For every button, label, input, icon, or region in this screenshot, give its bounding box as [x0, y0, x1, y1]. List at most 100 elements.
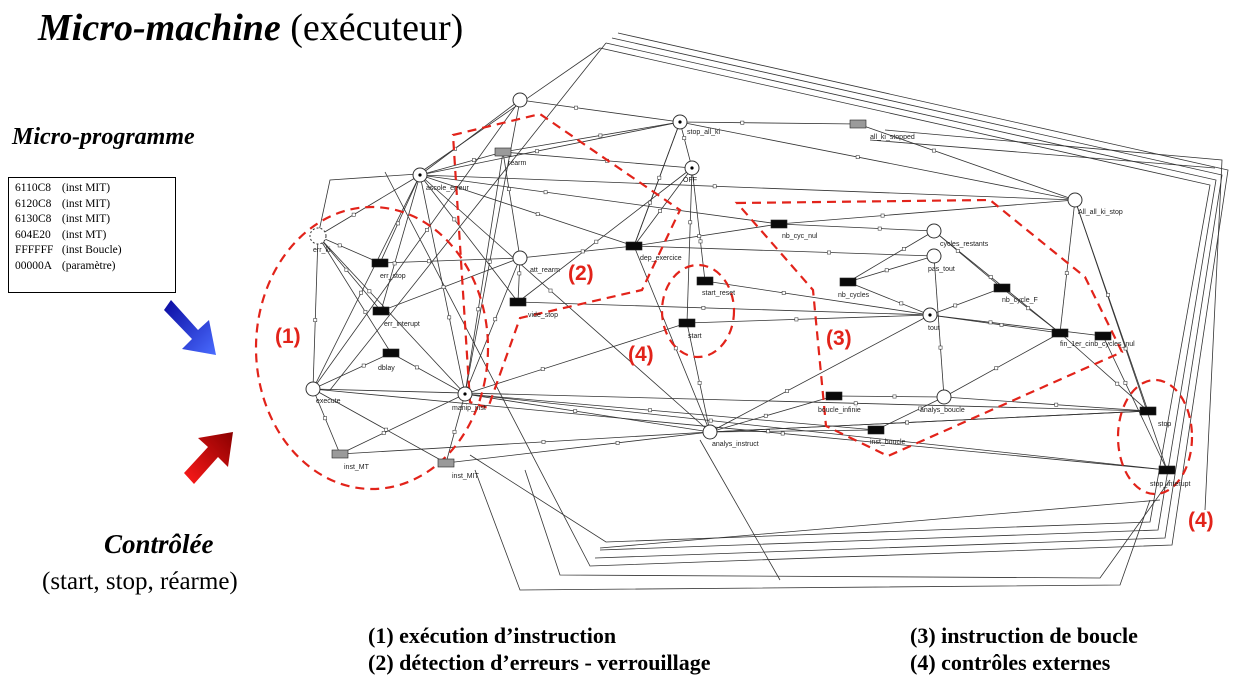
arc-marker: [781, 290, 786, 295]
arc-marker: [884, 268, 889, 273]
petri-arc: [502, 151, 521, 259]
petri-arc: [599, 499, 1161, 549]
title-emphasis: Micro-machine: [38, 7, 281, 49]
arc-marker: [938, 345, 943, 350]
petri-arc: [943, 332, 1061, 398]
petri-transition: [1051, 328, 1069, 338]
petri-arc: [339, 393, 466, 455]
petri-arc: [517, 301, 931, 316]
arc-markers: [313, 105, 1128, 445]
petri-arc: [633, 121, 681, 247]
petri-arc: [943, 396, 1149, 412]
program-line: 00000A (paramètre): [15, 259, 175, 275]
petri-arc: [464, 99, 521, 395]
arc-marker: [855, 155, 860, 160]
petri-arc: [686, 314, 931, 324]
petri-arc: [679, 121, 1076, 201]
program-line: 6130C8 (inst MIT): [15, 212, 175, 228]
arc-marker: [999, 322, 1004, 327]
node-label: OFF: [683, 177, 697, 184]
node-label: err_stop: [380, 273, 406, 280]
petri-arc: [312, 388, 447, 464]
petri-arc: [419, 174, 466, 395]
petri-arc: [312, 235, 319, 390]
petri-arc: [312, 388, 1168, 471]
petri-arc: [464, 393, 711, 433]
arc-marker: [517, 271, 522, 276]
region-3-outline: [734, 198, 1124, 458]
petri-arc: [312, 174, 421, 390]
petri-arc: [419, 174, 780, 225]
arc-marker: [708, 418, 713, 423]
program-code: 6130C8: [15, 213, 52, 226]
node-label: manip_inst: [452, 405, 486, 412]
petri-arc: [312, 388, 341, 455]
petri-arc: [317, 235, 466, 395]
arc-marker: [452, 429, 457, 434]
node-label: dep_exercice: [640, 255, 682, 262]
node-label: analys_boucle: [920, 407, 965, 414]
petri-arc: [317, 235, 382, 312]
node-label: pas_tout: [928, 266, 955, 273]
petri-arc: [312, 388, 1149, 412]
arc-marker: [543, 190, 548, 195]
program-line: FFFFFF (inst Boucle): [15, 243, 175, 259]
node-label: All_all_ki_stop: [1078, 209, 1123, 216]
petri-arc: [464, 257, 521, 395]
petri-arc: [633, 223, 780, 247]
petri-place: [512, 250, 528, 266]
petri-transition: [494, 147, 512, 157]
arc-marker: [471, 158, 476, 163]
petri-arc: [778, 199, 1076, 225]
arc-marker: [853, 401, 858, 406]
petri-arc: [419, 174, 1076, 201]
arc-marker: [337, 243, 342, 248]
place-token: [690, 166, 694, 170]
petri-transition: [372, 306, 390, 316]
arc-marker: [701, 305, 706, 310]
petri-arc: [686, 167, 693, 324]
petri-transition: [331, 449, 349, 459]
node-label: tout: [928, 325, 940, 332]
petri-arc: [380, 174, 421, 312]
node-label: stop: [1158, 421, 1171, 428]
arc-marker: [657, 175, 662, 180]
arc-marker: [648, 200, 653, 205]
petri-arc: [419, 174, 519, 303]
petri-arc: [312, 352, 392, 390]
petri-arc: [519, 99, 681, 123]
petri-arc: [339, 431, 711, 455]
arc-marker: [594, 239, 599, 244]
arc-marker: [1123, 346, 1128, 351]
program-code: 604E20: [15, 228, 51, 241]
petri-transition: [371, 258, 389, 268]
arc-marker: [573, 409, 578, 414]
arc-marker: [615, 440, 620, 445]
arc-marker: [794, 317, 799, 322]
petri-transition: [1139, 406, 1157, 416]
petri-arc: [633, 245, 935, 257]
page-title: Micro-machine (exécuteur): [38, 6, 463, 50]
petri-arc: [875, 396, 945, 431]
petri-arc: [704, 280, 931, 316]
arc-marker: [780, 431, 785, 436]
program-line: 6120C8 (inst MIT): [15, 197, 175, 213]
arc-marker: [880, 213, 885, 218]
petri-arc: [709, 429, 877, 433]
program-desc: (inst MT): [61, 228, 107, 241]
petri-place: [309, 227, 327, 245]
place-token: [463, 392, 467, 396]
program-arrow-icon: [164, 300, 216, 355]
petri-arc: [502, 151, 693, 169]
node-label: stop_all_ki: [687, 129, 721, 136]
arc-marker: [323, 416, 328, 421]
control-arrow-icon: [184, 432, 233, 484]
legend-item-2: (2) détection d’erreurs - verrouillage: [368, 650, 711, 675]
arc-marker: [901, 247, 906, 251]
petri-arc: [419, 151, 504, 176]
petri-arc: [847, 230, 935, 283]
program-desc: (inst MIT): [61, 182, 111, 194]
petri-arc: [847, 255, 935, 283]
program-code: FFFFFF: [15, 244, 54, 257]
